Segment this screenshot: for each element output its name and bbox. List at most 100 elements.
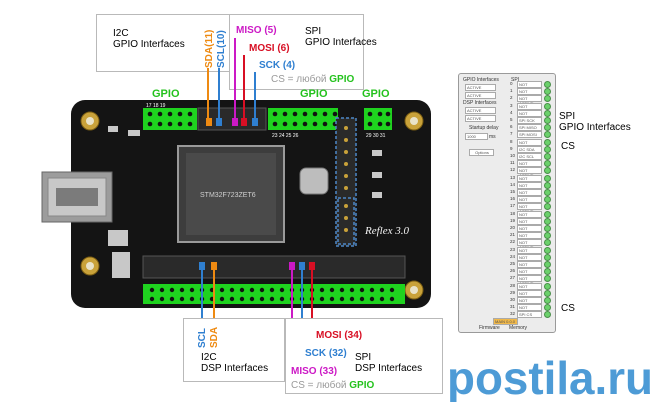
- pin-26: 26: [292, 133, 299, 139]
- cfg-pin-mode-select[interactable]: NOT ACTIVE: [517, 81, 542, 92]
- pin-numbers-top-mid: 23 24 25 26: [272, 131, 298, 142]
- pin-29: 29: [366, 133, 372, 139]
- cfg-pin-number: 10: [510, 153, 516, 158]
- pin-30: 30: [372, 133, 379, 139]
- cfg-pin-mode-select[interactable]: NOT ACTIVE: [517, 95, 542, 106]
- cfg-pin-number: 14: [510, 181, 516, 187]
- cfg-startup-unit: ms: [489, 134, 496, 140]
- cs-gpio-bottom-prefix: CS = любой: [291, 380, 350, 391]
- cfg-pin-number: 26: [510, 268, 516, 274]
- cfg-pin-mode-select[interactable]: SPI SCK: [517, 117, 542, 124]
- cfg-pin-number: 9: [510, 145, 513, 151]
- cfg-pin-mode-select[interactable]: NOT ACTIVE: [517, 167, 542, 178]
- cfg-pin-mode-select[interactable]: NOT ACTIVE: [517, 174, 542, 186]
- spi-gpio-label: SPI GPIO Interfaces: [305, 26, 377, 48]
- cfg-pin-status-dot: [544, 131, 551, 139]
- cfg-pin-status-dot: [544, 174, 551, 182]
- miso-5-label: MISO (5): [236, 25, 277, 36]
- cfg-pin-number: 8: [510, 138, 513, 144]
- cfg-dsp-row-2[interactable]: ACTIVE: [465, 115, 496, 122]
- cfg-pin-number: 25: [510, 261, 516, 266]
- cfg-pin-mode-select[interactable]: SPI CS: [517, 311, 542, 319]
- cs-gpio-top-note: CS = любой GPIO: [271, 74, 354, 85]
- cfg-pin-number: 27: [510, 275, 516, 281]
- cfg-startup-value[interactable]: 1000: [465, 133, 488, 140]
- cfg-pin-status-dot: [544, 81, 551, 88]
- sck-32-label: SCK (32): [305, 348, 347, 359]
- cfg-pin-status-dot: [544, 210, 551, 218]
- cfg-pin-status-dot: [544, 297, 551, 304]
- cfg-pin-mode-select[interactable]: NOT ACTIVE: [517, 297, 542, 308]
- cfg-pin-number: 7: [510, 131, 513, 137]
- cfg-pin-mode-select[interactable]: NOT ACTIVE: [517, 246, 542, 258]
- cfg-pin-number: 28: [510, 282, 516, 288]
- spi-gpio-box: [229, 14, 364, 90]
- cfg-dsp-row-1[interactable]: ACTIVE: [465, 107, 496, 114]
- cfg-pin-mode-select[interactable]: SPI MOSI: [517, 131, 542, 139]
- cfg-pin-status-dot: [544, 311, 551, 319]
- gpio-label-right: GPIO: [362, 88, 390, 100]
- cfg-pin-status-dot: [544, 203, 551, 211]
- config-panel: GPIO Interfaces SPI ACTIVE ACTIVE DSP In…: [458, 73, 556, 333]
- cfg-pin-mode-select[interactable]: I2C SCL: [517, 153, 542, 160]
- cfg-pin-mode-select[interactable]: NOT ACTIVE: [517, 102, 542, 114]
- scl-bottom-label: SCL: [197, 328, 208, 348]
- cfg-pin-mode-select[interactable]: SPI MISO: [517, 124, 542, 132]
- cfg-pin-mode-select[interactable]: NOT ACTIVE: [517, 160, 542, 171]
- cfg-pin-mode-select[interactable]: NOT ACTIVE: [517, 282, 542, 294]
- cfg-pin-mode-select[interactable]: NOT ACTIVE: [517, 109, 542, 121]
- cfg-pin-mode-select[interactable]: NOT ACTIVE: [517, 253, 542, 265]
- cfg-footer-status: MAIN 0.0.0: [493, 318, 518, 325]
- cfg-pin-status-dot: [544, 124, 551, 132]
- cfg-pin-mode-select[interactable]: NOT ACTIVE: [517, 239, 542, 250]
- cfg-pin-number: 6: [510, 124, 513, 130]
- cfg-pin-mode-select[interactable]: NOT ACTIVE: [517, 289, 542, 301]
- board-brand: Reflex 3.0: [365, 225, 409, 237]
- cfg-pin-mode-select[interactable]: NOT ACTIVE: [517, 275, 542, 286]
- cfg-i2c-row-2[interactable]: ACTIVE: [465, 92, 496, 99]
- cfg-pin-number: 22: [510, 239, 516, 245]
- cfg-pin-status-dot: [544, 246, 551, 254]
- cfg-footer-left: Firmware: [479, 325, 500, 331]
- postila-watermark: postila.ru: [447, 352, 653, 402]
- cfg-pin-mode-select[interactable]: NOT ACTIVE: [517, 203, 542, 214]
- cfg-pin-mode-select[interactable]: NOT ACTIVE: [517, 196, 542, 207]
- cfg-pin-number: 29: [510, 289, 516, 295]
- chip-text: STM32F723ZET6: [200, 192, 256, 199]
- cfg-options-button[interactable]: Options: [469, 149, 494, 156]
- cfg-pin-mode-select[interactable]: I2C SDA: [517, 145, 542, 153]
- mosi-6-label: MOSI (6): [249, 43, 290, 54]
- cfg-spi-title: SPI: [511, 77, 520, 83]
- cfg-pin-number: 4: [510, 109, 513, 115]
- cfg-pin-mode-select[interactable]: NOT ACTIVE: [517, 88, 542, 99]
- cfg-pin-mode-select[interactable]: NOT ACTIVE: [517, 261, 542, 272]
- gpio-label-left: GPIO: [152, 88, 180, 100]
- cfg-dsp-title: DSP Interfaces: [463, 100, 497, 106]
- cfg-pin-mode-select[interactable]: NOT ACTIVE: [517, 210, 542, 222]
- cfg-pin-status-dot: [544, 160, 551, 168]
- pin-25: 25: [285, 133, 292, 139]
- cfg-pin-mode-select[interactable]: NOT ACTIVE: [517, 225, 542, 236]
- cs-gpio-bottom-note: CS = любой GPIO: [291, 380, 374, 391]
- cfg-pin-mode-select[interactable]: NOT ACTIVE: [517, 181, 542, 193]
- cfg-pin-status-dot: [544, 239, 551, 247]
- cfg-startup-label: Startup delay: [469, 125, 499, 131]
- cfg-pin-mode-select[interactable]: NOT ACTIVE: [517, 189, 542, 200]
- cs-gpio-top-prefix: CS = любой: [271, 74, 330, 85]
- i2c-gpio-label: I2C GPIO Interfaces: [113, 28, 185, 50]
- cfg-pin-status-dot: [544, 102, 551, 110]
- cfg-pin-number: 31: [510, 304, 516, 310]
- cfg-pin-number: 1: [510, 88, 513, 94]
- cs-gpio-bottom-word: GPIO: [349, 380, 375, 391]
- cfg-pin-mode-select[interactable]: NOT ACTIVE: [517, 304, 542, 315]
- i2c-dsp-label: I2C DSP Interfaces: [201, 352, 269, 374]
- pin-18: 18: [152, 103, 159, 109]
- cfg-pin-mode-select[interactable]: NOT ACTIVE: [517, 232, 542, 243]
- spi-gpio-right-label: SPI GPIO Interfaces: [559, 111, 631, 133]
- cfg-pin-mode-select[interactable]: NOT ACTIVE: [517, 268, 542, 279]
- cfg-pin-status-dot: [544, 225, 551, 232]
- cfg-pin-mode-select[interactable]: NOT ACTIVE: [517, 138, 542, 150]
- cfg-pin-mode-select[interactable]: NOT ACTIVE: [517, 217, 542, 229]
- cfg-i2c-row-1[interactable]: ACTIVE: [465, 84, 496, 91]
- sda-bottom-label: SDA: [209, 326, 220, 348]
